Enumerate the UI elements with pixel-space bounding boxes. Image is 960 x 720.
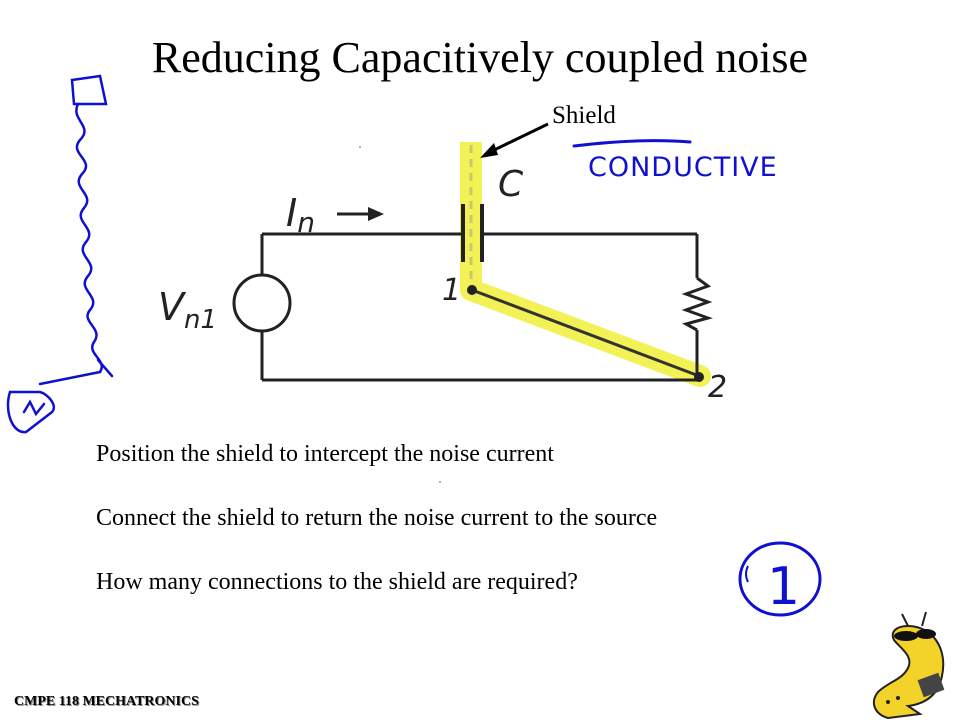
bullet-3: How many connections to the shield are r… bbox=[96, 569, 578, 595]
current-label: I bbox=[286, 191, 297, 235]
capacitor bbox=[461, 204, 484, 262]
source-label: V bbox=[158, 285, 187, 329]
svg-text:Vn1: Vn1 bbox=[158, 285, 217, 335]
bullet-1: Position the shield to intercept the noi… bbox=[96, 441, 554, 467]
resistor bbox=[681, 276, 713, 332]
answer-circle bbox=[738, 541, 822, 617]
node-1-dot bbox=[467, 285, 477, 295]
current-label-sub: n bbox=[297, 206, 315, 239]
shield-label: Shield bbox=[552, 102, 616, 129]
margin-scribble bbox=[6, 74, 114, 434]
shield-wire bbox=[471, 288, 700, 378]
handwritten-underline bbox=[572, 139, 692, 148]
bullet-2: Connect the shield to return the noise c… bbox=[96, 505, 658, 531]
voltage-source bbox=[232, 273, 292, 333]
node-2-dot bbox=[694, 372, 704, 382]
current-arrow bbox=[337, 207, 384, 221]
handwritten-answer: 1 bbox=[767, 557, 800, 617]
slide-title: Reducing Capacitively coupled noise bbox=[151, 33, 809, 82]
node-1-label: 1 bbox=[442, 273, 461, 308]
handwritten-note: CONDUCTIVE bbox=[588, 152, 778, 183]
svg-text:In: In bbox=[286, 191, 315, 239]
node-2-label: 2 bbox=[708, 370, 727, 405]
course-footer: CMPE 118 MECHATRONICS bbox=[14, 694, 199, 709]
source-label-sub: n1 bbox=[184, 305, 217, 335]
shield-pointer-arrow bbox=[480, 122, 549, 158]
capacitor-label: C bbox=[498, 164, 524, 205]
circuit-wires bbox=[260, 232, 699, 382]
